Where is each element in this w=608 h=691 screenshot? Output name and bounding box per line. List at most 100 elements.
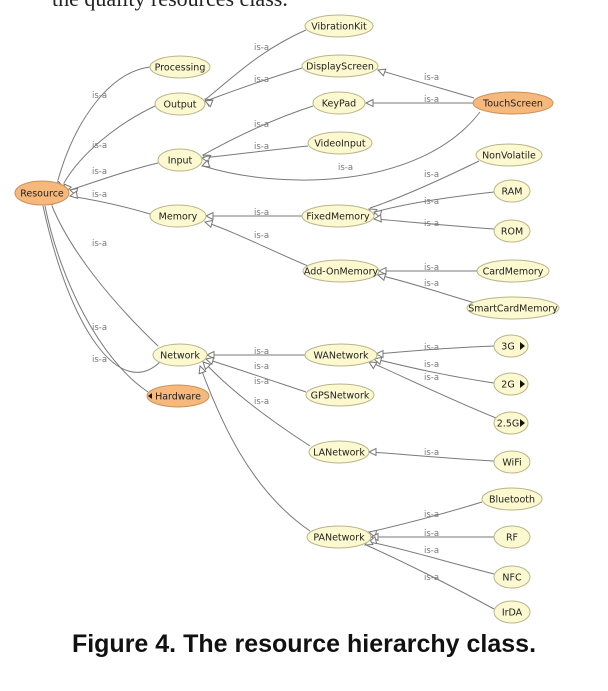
node-gpsnetwork[interactable]: GPSNetwork [305,383,375,407]
node-addonmemory[interactable]: Add-OnMemory [302,259,380,283]
edge-label-is-a: is-a [92,167,107,177]
collapse-triangle-icon[interactable] [148,393,152,399]
edge-keypad-to-input: is-a [202,105,314,163]
node-keypad[interactable]: KeyPad [312,91,366,115]
node-vibrationkit[interactable]: VibrationKit [304,14,374,38]
node-wanetwork[interactable]: WANetwork [304,343,378,367]
edge-label-is-a: is-a [254,377,269,387]
node-cardmemory[interactable]: CardMemory [476,259,550,283]
edge-label-is-a: is-a [254,120,269,130]
edge-line [369,160,480,209]
node-ellipse [301,54,379,78]
edge-line [69,195,151,215]
node-label: DisplayScreen [306,62,374,73]
edge-label-is-a: is-a [424,373,439,383]
node-label: CardMemory [483,267,544,278]
inheritance-arrowhead [204,211,214,221]
node-wifi[interactable]: WiFi [493,450,531,474]
inheritance-arrowhead [367,447,377,457]
node-rom[interactable]: ROM [493,219,531,243]
edge-label-is-a: is-a [424,279,439,289]
node-g25[interactable]: 2.5G [493,411,529,435]
node-label: Bluetooth [489,495,535,506]
edge-label-is-a: is-a [92,91,107,101]
edge-cardmemory-to-addonmemory: is-a [377,263,477,276]
edge-label-is-a: is-a [424,263,439,273]
node-fixedmemory[interactable]: FixedMemory [301,204,375,228]
expand-triangle-icon[interactable] [520,380,525,388]
inheritance-arrowhead [372,214,382,223]
node-processing[interactable]: Processing [149,55,211,79]
edge-memory-to-resource: is-a [68,190,151,215]
node-hardware[interactable]: Hardware [146,384,210,408]
node-ellipse [493,372,529,396]
edge-line [369,541,495,575]
node-network[interactable]: Network [152,343,208,367]
node-ellipse [308,440,370,464]
edge-label-is-a: is-a [92,355,107,365]
node-memory[interactable]: Memory [149,204,207,228]
node-videoinput[interactable]: VideoInput [307,131,373,155]
edge-label-is-a: is-a [92,190,107,200]
node-ellipse [154,92,206,116]
node-ellipse [481,487,543,511]
node-panetwork[interactable]: PANetwork [306,525,372,549]
edge-addonmemory-to-memory: is-a [203,219,309,267]
node-rf[interactable]: RF [493,525,531,549]
edge-smartcardmemory-to-addonmemory: is-a [376,272,476,304]
expand-triangle-icon[interactable] [520,342,525,350]
node-ellipse [152,343,208,367]
edge-label-is-a: is-a [424,360,439,370]
node-label: WiFi [502,458,521,469]
edge-fixedmemory-to-memory: is-a [204,208,302,221]
node-lanetwork[interactable]: LANetwork [308,440,370,464]
edge-label-is-a: is-a [254,362,269,372]
edge-label-is-a: is-a [424,170,439,180]
edge-line [369,501,483,533]
node-nfc[interactable]: NFC [493,565,531,589]
node-touchscreen[interactable]: TouchScreen [472,91,554,115]
node-output[interactable]: Output [154,92,206,116]
expand-triangle-icon[interactable] [520,419,525,427]
edge-label-is-a: is-a [424,510,439,520]
edge-rom-to-fixedmemory: is-a [372,214,495,230]
node-resource[interactable]: Resource [14,180,70,206]
node-bluetooth[interactable]: Bluetooth [481,487,543,511]
edge-g3-to-wanetwork: is-a [374,343,495,359]
inheritance-arrowhead [203,99,214,108]
node-label: PANetwork [313,533,365,544]
node-label: Hardware [155,392,201,403]
node-smartcardmemory[interactable]: SmartCardMemory [466,296,560,320]
node-input[interactable]: Input [157,148,203,172]
node-irda[interactable]: IrDA [493,600,531,624]
node-displayscreen[interactable]: DisplayScreen [301,54,379,78]
edge-touchscreen-to-keypad: is-a [364,95,473,108]
node-g3[interactable]: 3G [493,334,529,358]
edge-output-to-resource: is-a [63,105,156,193]
node-nonvolatile[interactable]: NonVolatile [475,143,543,167]
node-label: KeyPad [322,99,356,110]
edge-lanetwork-to-network: is-a [202,361,311,447]
inheritance-arrowhead [376,272,387,282]
edge-label-is-a: is-a [424,197,439,207]
edge-videoinput-to-input: is-a [200,142,309,164]
edge-line [369,451,495,462]
node-ellipse [493,219,531,243]
header-text-fragment: the quality resources class. [52,0,288,12]
inheritance-arrowhead [204,356,215,366]
edge-wanetwork-to-network: is-a [205,347,305,360]
edge-nfc-to-panetwork: is-a [367,535,495,575]
inheritance-arrowhead [377,266,387,276]
node-ram[interactable]: RAM [493,179,531,203]
node-label: RF [506,533,518,544]
edge-displayscreen-to-output: is-a [203,67,303,108]
inheritance-arrowhead [368,361,378,370]
edge-gpsnetwork-to-network: is-a [204,356,307,393]
edge-line [42,205,161,373]
node-ellipse [146,384,210,408]
edge-touchscreen-to-input: is-a [200,111,481,181]
node-ellipse [476,259,550,283]
node-g2[interactable]: 2G [493,372,529,396]
